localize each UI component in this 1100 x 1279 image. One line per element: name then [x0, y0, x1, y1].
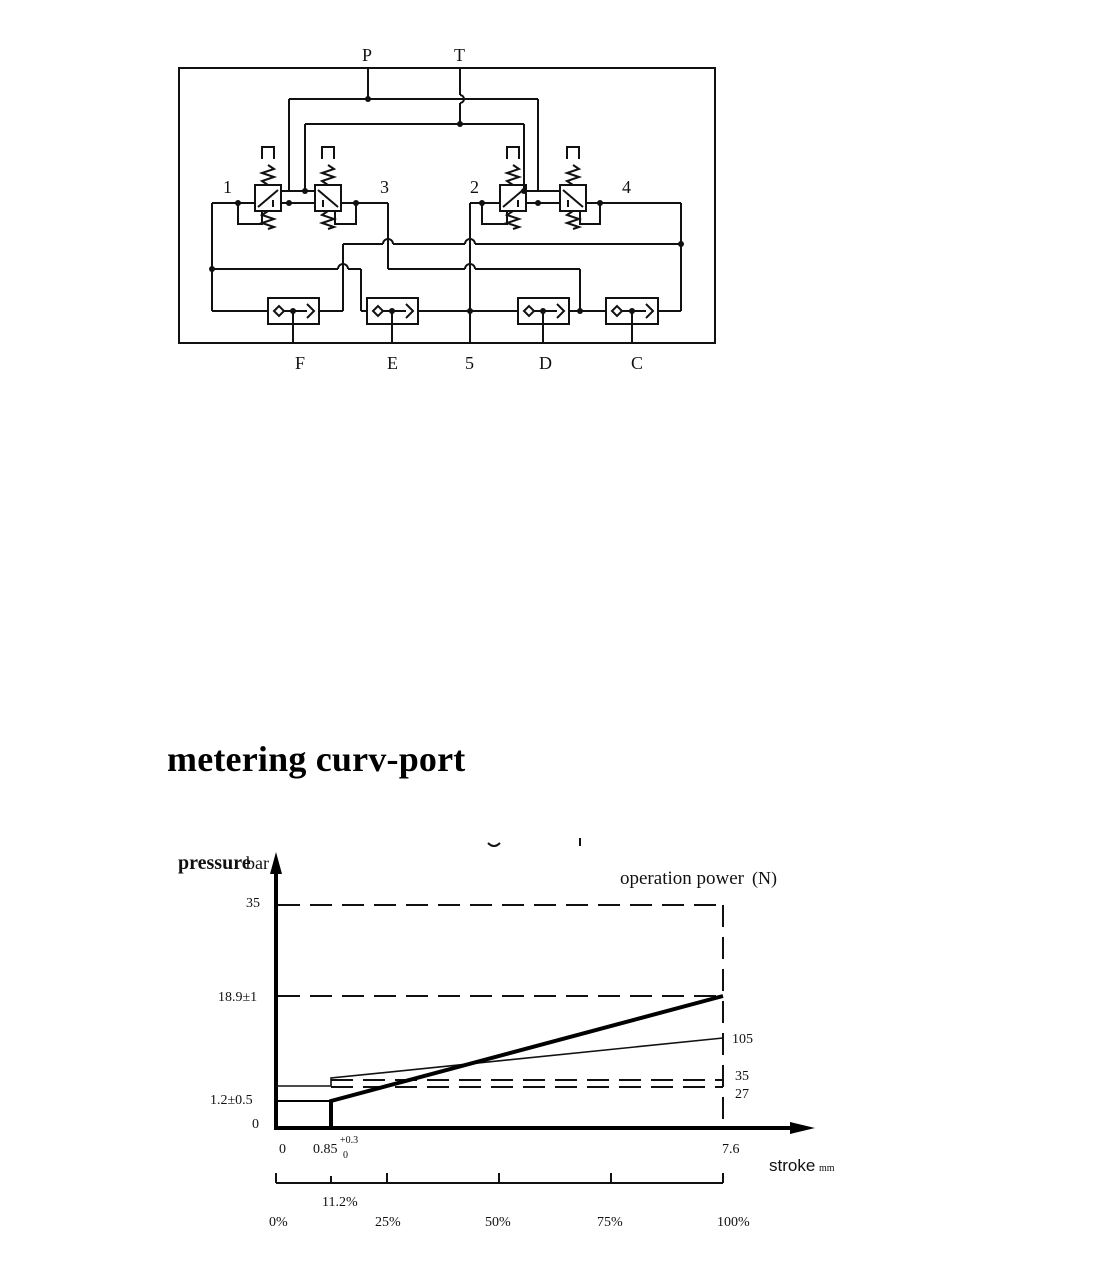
port-label-d: D — [539, 353, 552, 373]
y-axis-title: pressure — [178, 852, 251, 874]
y-axis — [270, 852, 282, 1130]
shuttle-valve-d — [517, 297, 570, 343]
percent-scale — [275, 1173, 724, 1184]
x-tick-tolerance-lower: 0 — [343, 1150, 348, 1161]
port-label-f: F — [295, 353, 305, 373]
operation-power-unit: (N) — [752, 868, 777, 889]
operation-power-line — [276, 1037, 724, 1087]
y-tick-1-2: 1.2±0.5 — [210, 1093, 253, 1108]
port-label-5: 5 — [465, 353, 474, 373]
port-label-p: P — [362, 45, 372, 65]
x-tick-7-6: 7.6 — [722, 1142, 740, 1157]
port-label-e: E — [387, 353, 398, 373]
limit-lines — [278, 904, 724, 1128]
valve-label-2: 2 — [470, 177, 479, 197]
port-label-t: T — [454, 45, 465, 65]
valve-label-3: 3 — [380, 177, 389, 197]
percent-tick-25: 25% — [375, 1215, 401, 1230]
y-tick-0: 0 — [252, 1117, 259, 1132]
y-tick-18-9: 18.9±1 — [218, 990, 257, 1005]
percent-tick-0: 0% — [269, 1215, 288, 1230]
y-axis-unit: bar — [246, 853, 269, 873]
percent-tick-11-2: 11.2% — [322, 1195, 358, 1210]
pressure-line — [276, 1100, 332, 1128]
x-axis-title: stroke — [769, 1156, 815, 1175]
percent-tick-100: 100% — [717, 1215, 750, 1230]
shuttle-valve-c — [605, 297, 659, 343]
hydraulic-schematic: P T 1 3 2 4 F E 5 D C — [178, 45, 716, 373]
x-tick-tolerance-upper: +0.3 — [340, 1135, 358, 1146]
pressure-reducing-valve-3 — [314, 146, 342, 230]
power-label-35: 35 — [735, 1069, 749, 1084]
valve-housing — [178, 67, 716, 344]
pressure-reducing-valve-4 — [559, 146, 587, 230]
valve-label-4: 4 — [622, 177, 631, 197]
x-axis — [274, 1122, 815, 1134]
pressure-reducing-valve-2 — [499, 146, 527, 230]
x-tick-0: 0 — [279, 1142, 286, 1157]
x-axis-unit: mm — [819, 1163, 835, 1174]
junction-dots — [209, 96, 684, 314]
power-label-105: 105 — [732, 1032, 753, 1047]
pressure-reducing-valve-1 — [254, 146, 282, 230]
section-title: metering curv-port — [167, 739, 466, 779]
power-label-27: 27 — [735, 1087, 749, 1102]
x-tick-0-85: 0.85 — [313, 1142, 338, 1157]
operation-power-title: operation power — [620, 868, 745, 889]
percent-tick-75: 75% — [597, 1215, 623, 1230]
port-label-c: C — [631, 353, 643, 373]
y-tick-35: 35 — [246, 896, 260, 911]
percent-tick-50: 50% — [485, 1215, 511, 1230]
valve-label-1: 1 — [223, 177, 232, 197]
